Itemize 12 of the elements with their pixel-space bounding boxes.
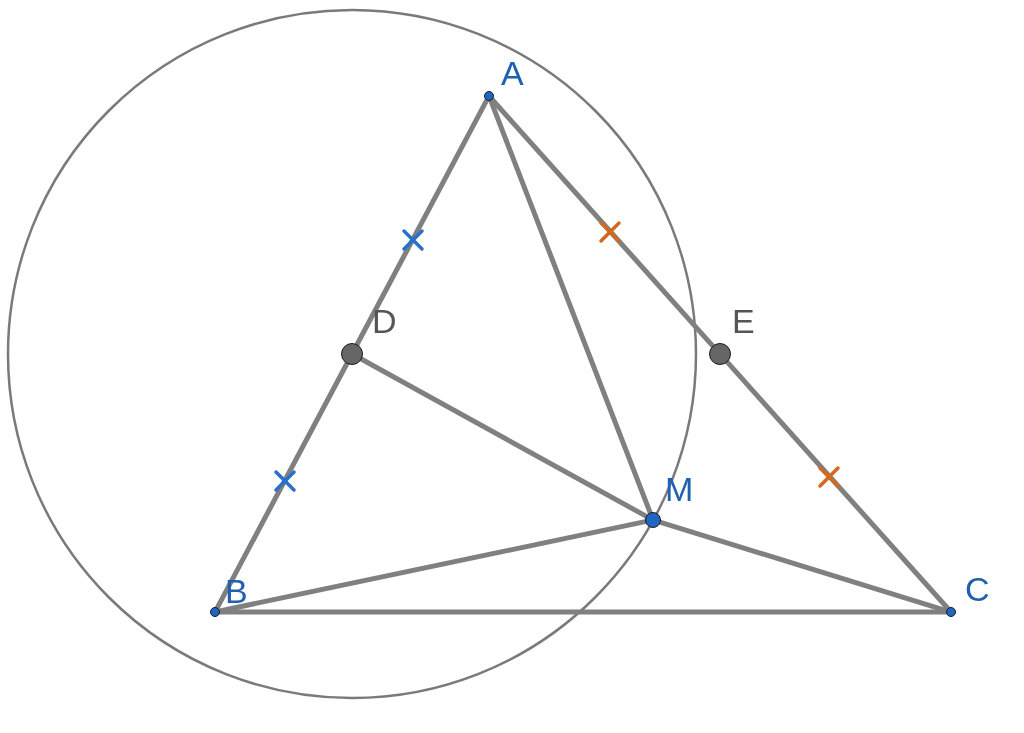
line-segment (214, 361, 350, 611)
point-label: A (501, 56, 524, 90)
point-label: M (665, 472, 694, 506)
line-segment (488, 98, 653, 516)
point-label: D (372, 304, 397, 338)
point-label: E (732, 304, 755, 338)
line-segment (354, 97, 490, 347)
line-segment (724, 359, 951, 611)
line-segment (217, 609, 949, 615)
point-label: C (965, 572, 990, 606)
point-label: B (225, 574, 248, 608)
line-segment (359, 356, 649, 519)
